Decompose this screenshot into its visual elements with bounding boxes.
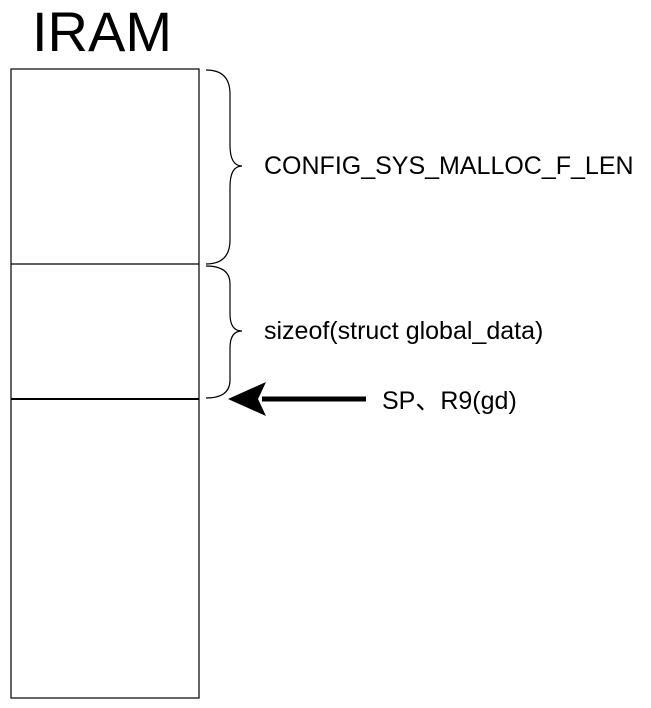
stack-pointer-label: SP、R9(gd) xyxy=(382,387,517,415)
global-data-brace xyxy=(205,265,243,399)
diagram-title: IRAM xyxy=(32,0,172,63)
global-data-region-label: sizeof(struct global_data) xyxy=(264,317,544,345)
malloc-region-brace xyxy=(205,69,243,265)
malloc-region-label: CONFIG_SYS_MALLOC_F_LEN xyxy=(264,152,634,180)
iram-block xyxy=(10,68,200,699)
pointer-arrow-head xyxy=(228,382,266,416)
